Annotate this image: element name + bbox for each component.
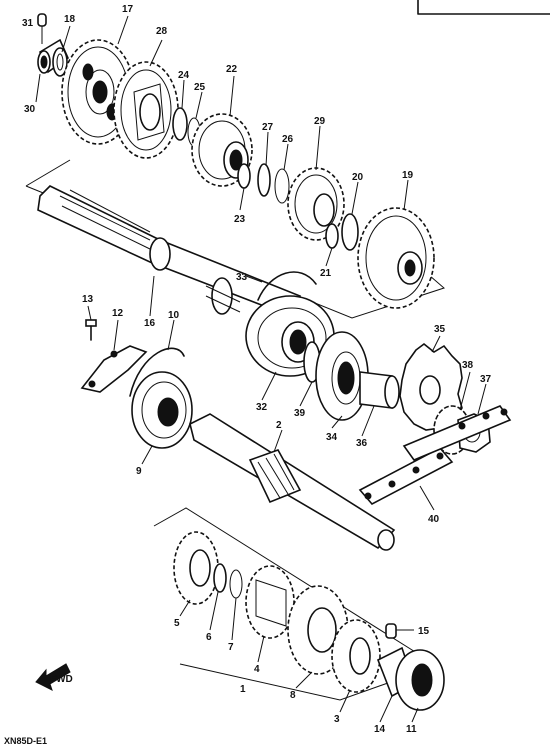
bearing-9 <box>131 371 193 449</box>
bushing-21 <box>325 223 339 249</box>
label-part-31: 31 <box>22 18 34 29</box>
label-part-13: 13 <box>82 294 94 305</box>
label-part-4: 4 <box>254 664 260 675</box>
label-part-25: 25 <box>194 82 206 93</box>
label-part-15: 15 <box>418 626 430 637</box>
leader-lines <box>35 15 487 723</box>
label-part-35: 35 <box>434 324 446 335</box>
label-part-1: 1 <box>240 684 246 695</box>
label-part-22: 22 <box>226 64 238 75</box>
circlip-26 <box>274 168 290 204</box>
label-part-24: 24 <box>178 70 190 81</box>
label-part-18: 18 <box>64 14 76 25</box>
label-part-16: 16 <box>144 318 156 329</box>
washer-20 <box>341 213 359 251</box>
label-part-38: 38 <box>462 360 474 371</box>
countershaft-16 <box>37 185 302 318</box>
washer-18 <box>52 47 68 77</box>
label-part-36: 36 <box>356 438 368 449</box>
label-part-37: 37 <box>480 374 492 385</box>
label-part-14: 14 <box>374 724 386 735</box>
label-part-34: 34 <box>326 432 338 443</box>
footer-code: XN85D-E1 <box>4 736 47 745</box>
bearing-11 <box>395 649 445 711</box>
label-part-12: 12 <box>112 308 124 319</box>
label-part-29: 29 <box>314 116 326 127</box>
circlip-7 <box>229 569 243 599</box>
label-part-21: 21 <box>320 268 332 279</box>
gear-29 <box>287 167 345 241</box>
gear-3 <box>331 619 381 693</box>
label-part-7: 7 <box>228 642 234 653</box>
spacer-36 <box>359 371 400 409</box>
label-part-8: 8 <box>290 690 296 701</box>
gear-19 <box>357 207 435 309</box>
gear-5 <box>173 531 219 605</box>
label-part-26: 26 <box>282 134 294 145</box>
label-part-17: 17 <box>122 4 134 15</box>
washer-27 <box>257 163 271 197</box>
label-part-33: 33 <box>236 272 248 283</box>
label-part-32: 32 <box>256 402 268 413</box>
label-part-23: 23 <box>234 214 246 225</box>
label-part-19: 19 <box>402 170 414 181</box>
label-part-11: 11 <box>406 724 417 735</box>
frame-corner <box>417 0 550 15</box>
gear-4 <box>245 565 295 639</box>
oil-seal-34 <box>315 331 369 421</box>
pin-31 <box>37 13 47 27</box>
label-part-27: 27 <box>262 122 274 133</box>
circlip-10 <box>129 347 185 397</box>
drive-chain-40 <box>358 405 512 506</box>
label-part-28: 28 <box>156 26 168 37</box>
washer-6 <box>213 563 227 593</box>
label-part-10: 10 <box>168 310 180 321</box>
bolt-13 <box>85 319 97 341</box>
label-part-3: 3 <box>334 714 340 725</box>
front-direction-marker: FWD <box>35 663 73 691</box>
label-part-39: 39 <box>294 408 306 419</box>
label-part-6: 6 <box>206 632 212 643</box>
label-part-20: 20 <box>352 172 364 183</box>
bushing-23 <box>237 163 251 189</box>
label-part-5: 5 <box>174 618 180 629</box>
front-marker-text: FWD <box>50 674 73 685</box>
washer-24 <box>172 107 188 141</box>
label-part-40: 40 <box>428 514 440 525</box>
label-part-30: 30 <box>24 104 36 115</box>
bearing-retainer-12 <box>80 345 148 393</box>
pin-15 <box>385 623 397 639</box>
circlip-33 <box>257 271 317 301</box>
gear-28 <box>113 61 179 159</box>
label-part-9: 9 <box>136 466 142 477</box>
label-part-2: 2 <box>276 420 282 431</box>
driveshaft-2 <box>189 413 396 551</box>
